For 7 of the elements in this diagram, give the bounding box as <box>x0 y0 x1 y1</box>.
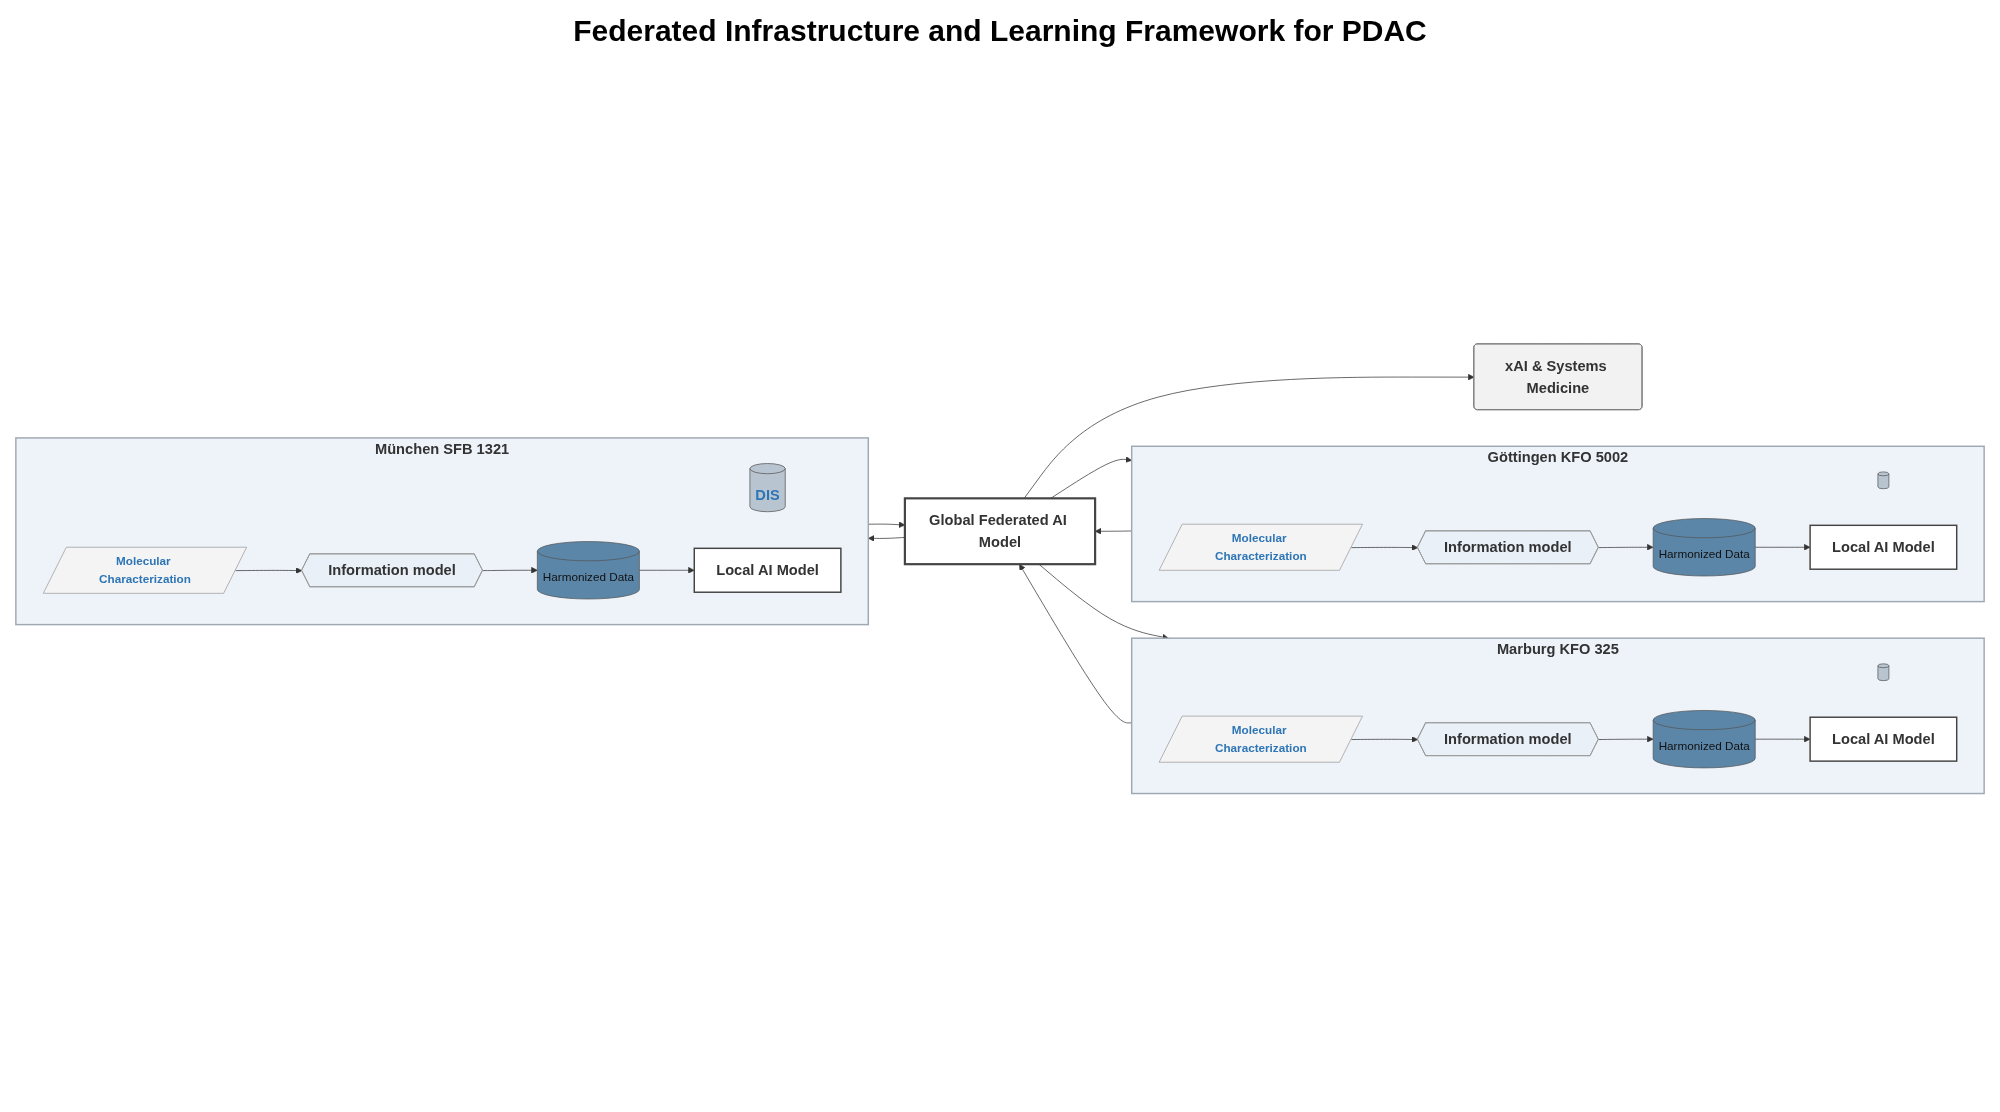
node-box: Global Federated AI Model <box>903 497 1097 566</box>
node-cylinder <box>1877 663 1890 682</box>
node-box: Local AI Model <box>1809 716 1958 763</box>
node-cylinder <box>1877 471 1890 490</box>
node-box: Local AI Model <box>1809 524 1958 571</box>
diagram-title: Federated Infrastructure and Learning Framework for PDAC <box>572 14 1428 48</box>
node-box: Local AI Model <box>693 547 842 594</box>
